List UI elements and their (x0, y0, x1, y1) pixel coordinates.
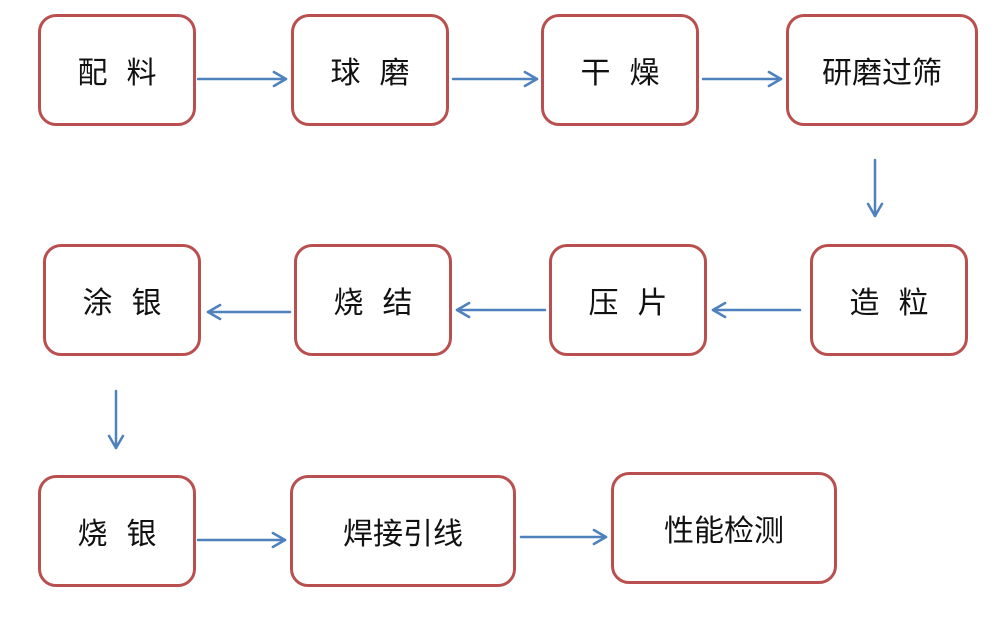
flow-arrow (455, 301, 547, 319)
step-granulation: 造 粒 (810, 244, 968, 356)
step-batching: 配 料 (38, 14, 196, 126)
flow-arrow (107, 389, 125, 450)
flow-arrow (711, 301, 802, 319)
step-sintering: 烧 结 (294, 244, 452, 356)
step-pressing: 压 片 (549, 244, 707, 356)
step-ball-milling: 球 磨 (291, 14, 449, 126)
flow-arrow (196, 531, 287, 549)
flow-arrow (519, 528, 608, 546)
step-performance-testing: 性能检测 (611, 472, 837, 584)
flow-arrow (206, 303, 292, 321)
step-drying: 干 燥 (541, 14, 699, 126)
step-lead-welding: 焊接引线 (290, 475, 516, 587)
step-grinding-sieving: 研磨过筛 (786, 14, 978, 126)
step-silver-firing: 烧 银 (38, 475, 196, 587)
flow-arrow (451, 70, 539, 88)
flow-arrow (196, 70, 288, 88)
flow-arrow (866, 158, 884, 218)
flow-arrow (701, 70, 783, 88)
step-silver-coating: 涂 银 (43, 244, 201, 356)
